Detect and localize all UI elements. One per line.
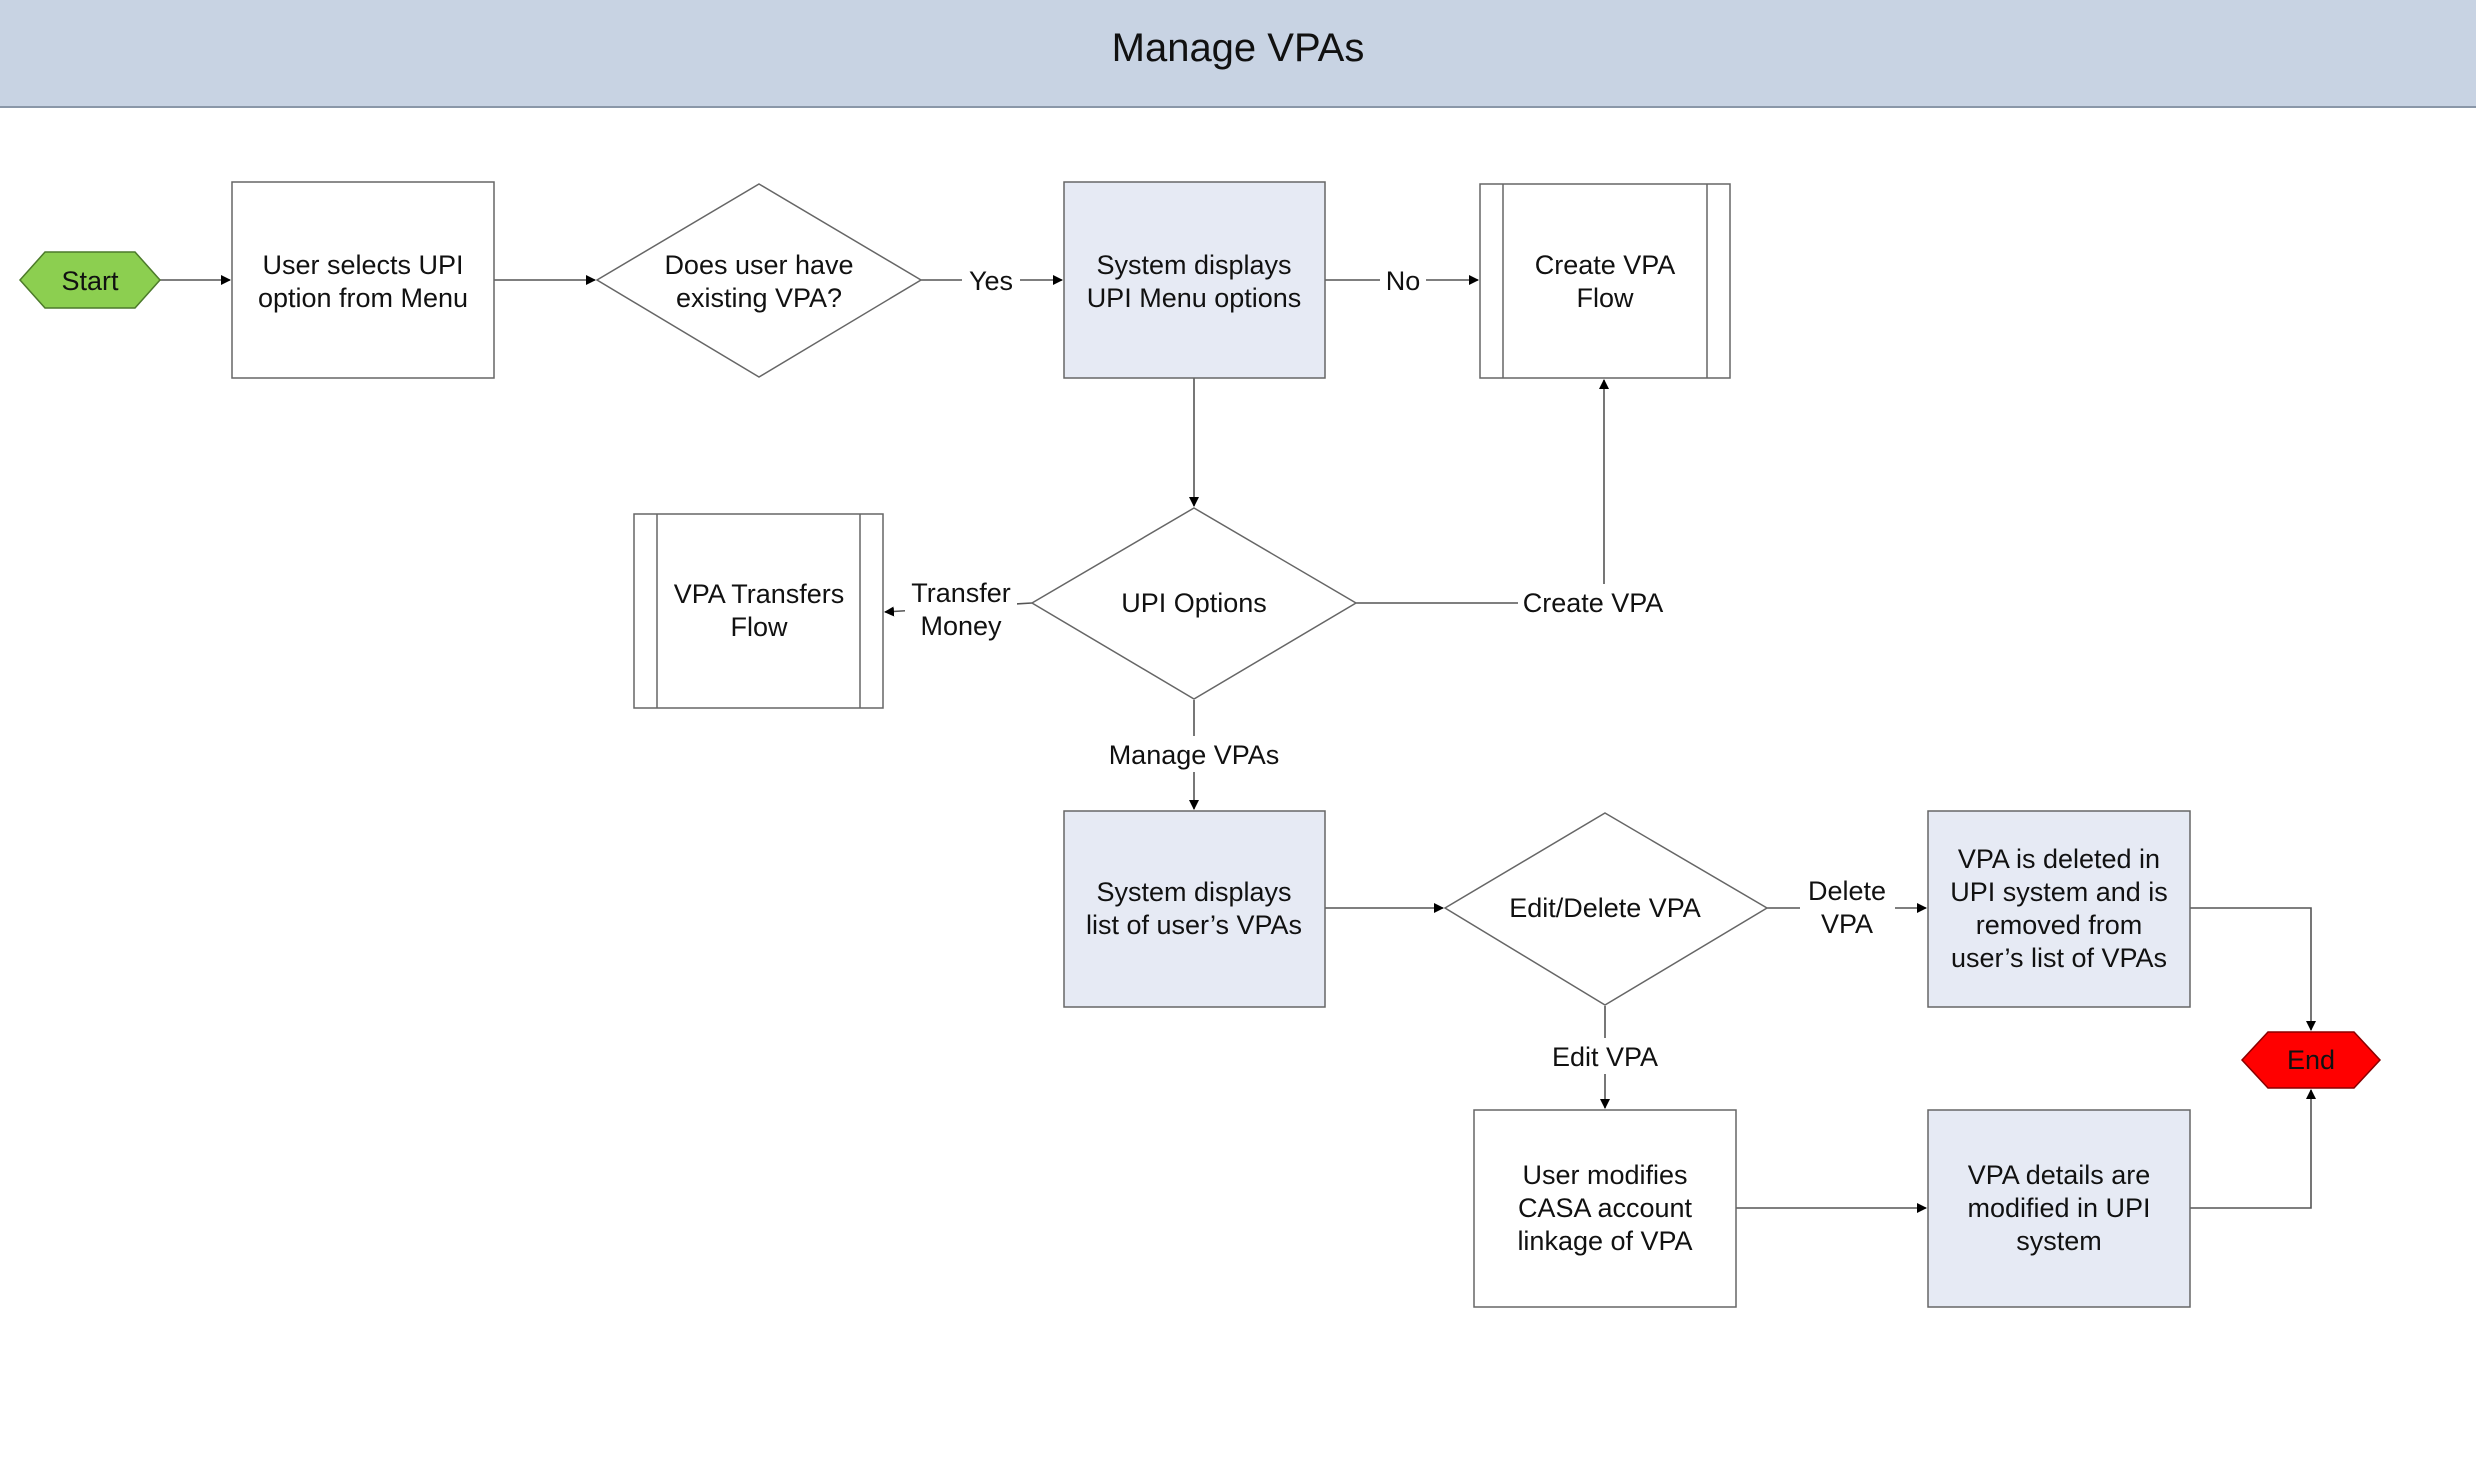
decision-upi-options: UPI Options (1030, 507, 1358, 700)
page-title: Manage VPAs (1111, 26, 1365, 70)
deleted-line2: UPI system and is (1950, 877, 2168, 907)
upi-options-label: UPI Options (1121, 588, 1267, 618)
label-manage-vpas: Manage VPAs (1109, 740, 1280, 770)
edit-delete-label: Edit/Delete VPA (1509, 893, 1701, 923)
list-vpas-line2: list of user’s VPAs (1086, 910, 1302, 940)
has-vpa-line1: Does user have (664, 250, 853, 280)
start-node: Start (18, 251, 162, 309)
start-label: Start (61, 266, 119, 296)
process-display-menu: System displays UPI Menu options (1063, 181, 1326, 379)
select-upi-line1: User selects UPI (262, 250, 463, 280)
modified-line2: modified in UPI (1967, 1193, 2150, 1223)
modified-line1: VPA details are (1968, 1160, 2151, 1190)
process-list-vpas: System displays list of user’s VPAs (1063, 810, 1326, 1008)
end-label: End (2287, 1045, 2335, 1075)
process-user-modifies: User modifies CASA account linkage of VP… (1473, 1109, 1737, 1308)
display-menu-line1: System displays (1096, 250, 1291, 280)
select-upi-line2: option from Menu (258, 283, 468, 313)
edge-create-vpa (1356, 379, 1609, 604)
deleted-line4: user’s list of VPAs (1951, 943, 2167, 973)
process-vpa-modified: VPA details are modified in UPI system (1927, 1109, 2191, 1308)
label-delete-vpa-line1: Delete (1808, 876, 1886, 906)
display-menu-line2: UPI Menu options (1087, 283, 1302, 313)
header-bar: Manage VPAs (0, 0, 2476, 108)
end-node: End (2240, 1031, 2382, 1089)
label-delete-vpa-line2: VPA (1821, 909, 1873, 939)
transfers-flow-line1: VPA Transfers (674, 579, 845, 609)
list-vpas-line1: System displays (1096, 877, 1291, 907)
user-modifies-line3: linkage of VPA (1517, 1226, 1692, 1256)
label-no: No (1386, 266, 1421, 296)
edge-deleted-to-end (2190, 907, 2316, 1031)
create-flow-line2: Flow (1576, 283, 1634, 313)
create-flow-line1: Create VPA (1535, 250, 1676, 280)
label-transfer-money-line1: Transfer (911, 578, 1011, 608)
label-create-vpa: Create VPA (1523, 588, 1664, 618)
transfers-flow-line2: Flow (730, 612, 788, 642)
process-user-selects-upi: User selects UPI option from Menu (231, 181, 495, 379)
label-transfer-money-line2: Money (920, 611, 1002, 641)
has-vpa-line2: existing VPA? (676, 283, 842, 313)
user-modifies-line1: User modifies (1522, 1160, 1687, 1190)
edge-modified-to-end (2190, 1089, 2316, 1209)
label-yes: Yes (969, 266, 1013, 296)
subprocess-vpa-transfers-flow: VPA Transfers Flow (633, 513, 884, 709)
subprocess-create-vpa-flow: Create VPA Flow (1479, 183, 1731, 379)
process-vpa-deleted: VPA is deleted in UPI system and is remo… (1927, 810, 2191, 1008)
user-modifies-line2: CASA account (1518, 1193, 1693, 1223)
decision-existing-vpa: Does user have existing VPA? (595, 183, 923, 378)
label-edit-vpa: Edit VPA (1552, 1042, 1658, 1072)
decision-edit-delete: Edit/Delete VPA (1443, 812, 1769, 1006)
deleted-line1: VPA is deleted in (1958, 844, 2160, 874)
deleted-line3: removed from (1976, 910, 2143, 940)
modified-line3: system (2016, 1226, 2102, 1256)
